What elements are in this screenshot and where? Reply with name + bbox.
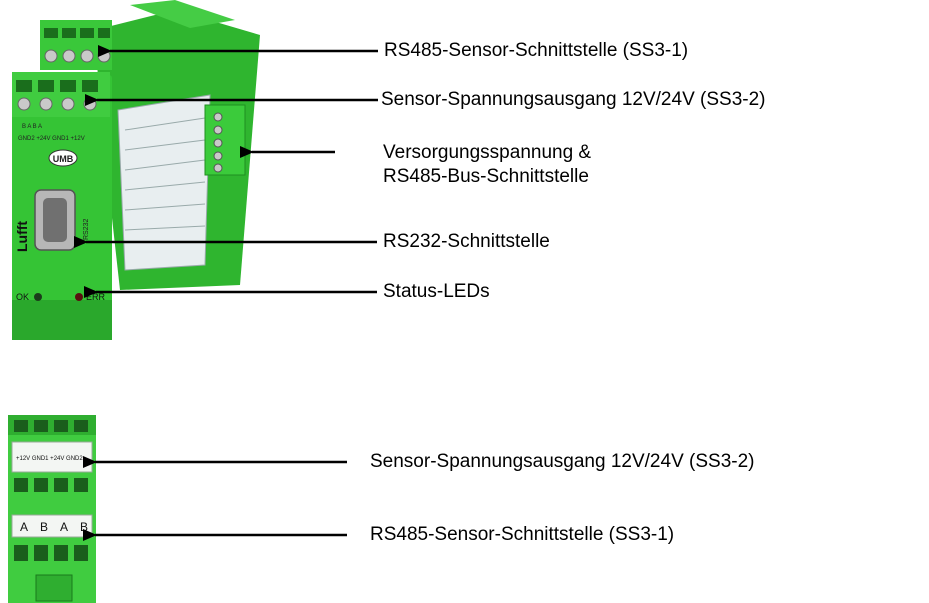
label-supply-line1: Versorgungsspannung & <box>383 142 592 163</box>
side-connector-screws <box>213 112 223 173</box>
led-ok <box>34 293 42 301</box>
front-bottom <box>12 300 112 340</box>
closeup-mid-slots <box>14 478 88 492</box>
ab-print: B A B A <box>22 124 42 130</box>
led-err <box>75 293 83 301</box>
label-voltage-top: Sensor-Spannungsausgang 12V/24V (SS3-2) <box>381 89 766 110</box>
label-rs485-bottom: RS485-Sensor-Schnittstelle (SS3-1) <box>370 524 675 545</box>
housing-top <box>130 0 235 28</box>
side-connector <box>204 104 246 176</box>
ab-label-strip <box>11 514 93 538</box>
voltage-strip-text: +12V GND1 +24V GND2 <box>16 456 83 462</box>
middle-screws <box>16 80 98 92</box>
closeup-bottom-slots <box>14 545 88 561</box>
label-rs485-top: RS485-Sensor-Schnittstelle (SS3-1) <box>384 40 689 61</box>
ab-strip-b2: B <box>80 520 88 534</box>
ab-strip-b1: B <box>40 520 48 534</box>
closeup-top-slots <box>14 420 88 432</box>
umb-logo <box>48 149 78 167</box>
ab-strip-a2: A <box>60 520 68 534</box>
ab-strip-a1: A <box>20 520 28 534</box>
terminal-closeup: +12V GND1 +24V GND2 A B A B <box>8 415 96 603</box>
side-label-lines <box>124 117 206 231</box>
top-screws <box>44 28 110 38</box>
label-supply-line2: RS485-Bus-Schnittstelle <box>383 166 589 187</box>
label-voltage-bottom: Sensor-Spannungsausgang 12V/24V (SS3-2) <box>370 451 755 472</box>
isocon-module: UMB GND2 +24V GND1 +12V B A B A Lufft RS… <box>12 0 260 340</box>
middle-screw-heads <box>17 97 97 111</box>
terminal-print: GND2 +24V GND1 +12V <box>18 136 85 142</box>
db9-pins <box>43 198 67 242</box>
rs232-print: RS232 <box>83 218 90 240</box>
led-ok-label: OK <box>16 292 29 302</box>
umb-logo-text: UMB <box>53 154 74 164</box>
label-rs232: RS232-Schnittstelle <box>383 231 550 252</box>
closeup-clip <box>35 574 73 602</box>
label-status-leds: Status-LEDs <box>383 281 490 302</box>
brand-lufft: Lufft <box>14 221 30 252</box>
